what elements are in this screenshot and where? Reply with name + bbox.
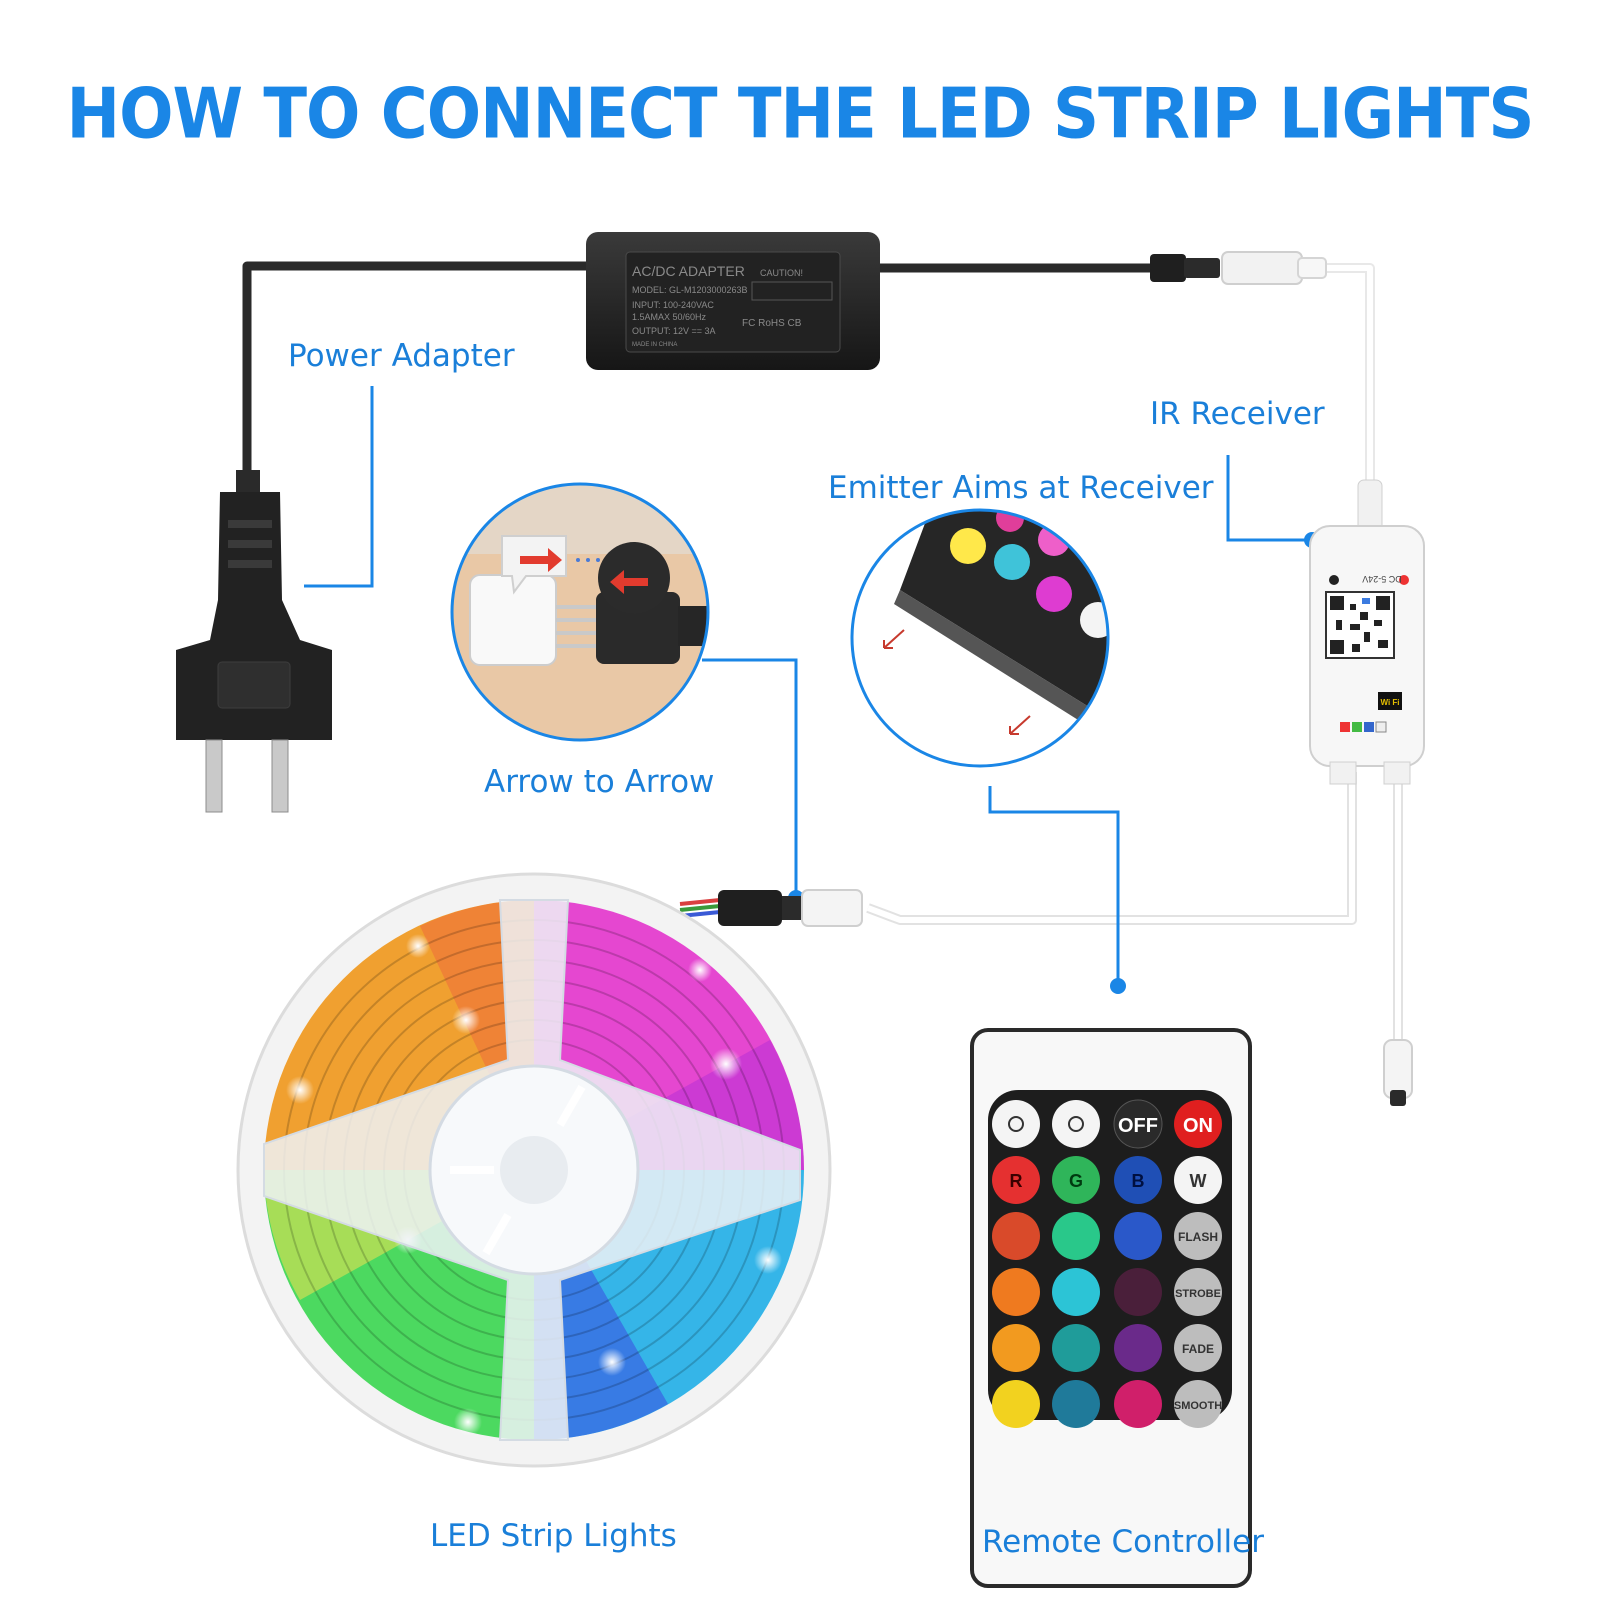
adapter-label-title: AC/DC ADAPTER xyxy=(632,263,745,279)
white-cable-bottom xyxy=(866,772,1357,925)
adapter-label-input2: 1.5AMAX 50/60Hz xyxy=(632,312,707,322)
led-strip-reel xyxy=(236,872,832,1468)
dc-connector xyxy=(1150,251,1327,285)
remote-button-color[interactable] xyxy=(1114,1380,1162,1428)
remote-button-off[interactable] xyxy=(1113,1099,1163,1149)
remote-button-color[interactable] xyxy=(1052,1212,1100,1260)
remote-button-strobe[interactable] xyxy=(1174,1268,1222,1316)
brightness-up-icon xyxy=(1008,1116,1024,1132)
ir-sensor-head xyxy=(1383,1039,1413,1099)
remote-button-color[interactable] xyxy=(992,1268,1040,1316)
label-remote-controller: Remote Controller xyxy=(982,1524,1264,1560)
adapter-caution: CAUTION! xyxy=(760,268,803,278)
label-arrow-to-arrow: Arrow to Arrow xyxy=(484,764,715,800)
brightness-down-icon xyxy=(1068,1116,1084,1132)
page-title: HOW TO CONNECT THE LED STRIP LIGHTS xyxy=(66,75,1535,155)
label-power-adapter: Power Adapter xyxy=(288,338,515,374)
power-adapter: AC/DC ADAPTER MODEL: GL-M1203000263B INP… xyxy=(586,232,880,370)
remote-controller: OFF ON R G B W FLASH STROBE FADE S xyxy=(970,1028,1252,1588)
remote-button-smooth[interactable] xyxy=(1174,1380,1222,1428)
dot-remote xyxy=(1110,978,1126,994)
adapter-marks: FC RoHS CB xyxy=(742,318,802,329)
remote-button-red[interactable] xyxy=(992,1156,1040,1204)
remote-w-label: W xyxy=(1190,1171,1207,1191)
remote-r-label: R xyxy=(1010,1171,1023,1191)
receiver-voltage: DC 5-24V xyxy=(1362,574,1402,584)
remote-button-color[interactable] xyxy=(1114,1212,1162,1260)
remote-fade-label: FADE xyxy=(1182,1342,1214,1356)
strip-connector xyxy=(679,889,863,927)
remote-button-white[interactable] xyxy=(1174,1156,1222,1204)
ir-receiver-box: DC 5-24V Wi Fi xyxy=(1309,479,1425,785)
remote-b-label: B xyxy=(1132,1171,1145,1191)
power-plug xyxy=(176,470,332,813)
remote-strobe-label: STROBE xyxy=(1175,1288,1221,1300)
remote-button-color[interactable] xyxy=(1052,1324,1100,1372)
remote-button-green[interactable] xyxy=(1052,1156,1100,1204)
remote-button-on[interactable] xyxy=(1174,1100,1222,1148)
adapter-label-output: OUTPUT: 12V == 3A xyxy=(632,326,716,336)
remote-button-flash[interactable] xyxy=(1174,1212,1222,1260)
leader-arrow xyxy=(702,658,798,896)
adapter-label-made: MADE IN CHINA xyxy=(632,342,677,348)
leader-ir-receiver xyxy=(1226,455,1310,542)
power-cable xyxy=(242,261,590,478)
remote-smooth-label: SMOOTH xyxy=(1174,1400,1222,1412)
remote-button-color[interactable] xyxy=(992,1380,1040,1428)
remote-button-color[interactable] xyxy=(1114,1324,1162,1372)
remote-button-color[interactable] xyxy=(992,1212,1040,1260)
remote-g-label: G xyxy=(1069,1171,1083,1191)
wifi-badge xyxy=(1378,692,1402,710)
leader-remote xyxy=(988,786,1120,984)
remote-button-brightness-up[interactable] xyxy=(992,1100,1040,1148)
remote-button-color[interactable] xyxy=(1114,1268,1162,1316)
remote-on-label: ON xyxy=(1183,1115,1213,1137)
adapter-label-model: MODEL: GL-M1203000263B xyxy=(632,285,748,295)
remote-off-label: OFF xyxy=(1118,1115,1158,1137)
remote-button-color[interactable] xyxy=(1052,1380,1100,1428)
remote-flash-label: FLASH xyxy=(1178,1230,1218,1244)
remote-button-blue[interactable] xyxy=(1114,1156,1162,1204)
inset-arrow-to-arrow xyxy=(450,482,710,742)
remote-button-color[interactable] xyxy=(992,1324,1040,1372)
label-led-strip: LED Strip Lights xyxy=(430,1518,677,1554)
adapter-label-input: INPUT: 100-240VAC xyxy=(632,300,714,310)
inset-emitter xyxy=(850,508,1110,768)
label-ir-receiver: IR Receiver xyxy=(1150,396,1325,432)
label-emitter: Emitter Aims at Receiver xyxy=(828,470,1214,506)
receiver-wifi: Wi Fi xyxy=(1380,698,1399,707)
leader-power-adapter xyxy=(304,386,374,588)
remote-button-color[interactable] xyxy=(1052,1268,1100,1316)
remote-button-fade[interactable] xyxy=(1174,1324,1222,1372)
remote-button-brightness-down[interactable] xyxy=(1052,1100,1100,1148)
